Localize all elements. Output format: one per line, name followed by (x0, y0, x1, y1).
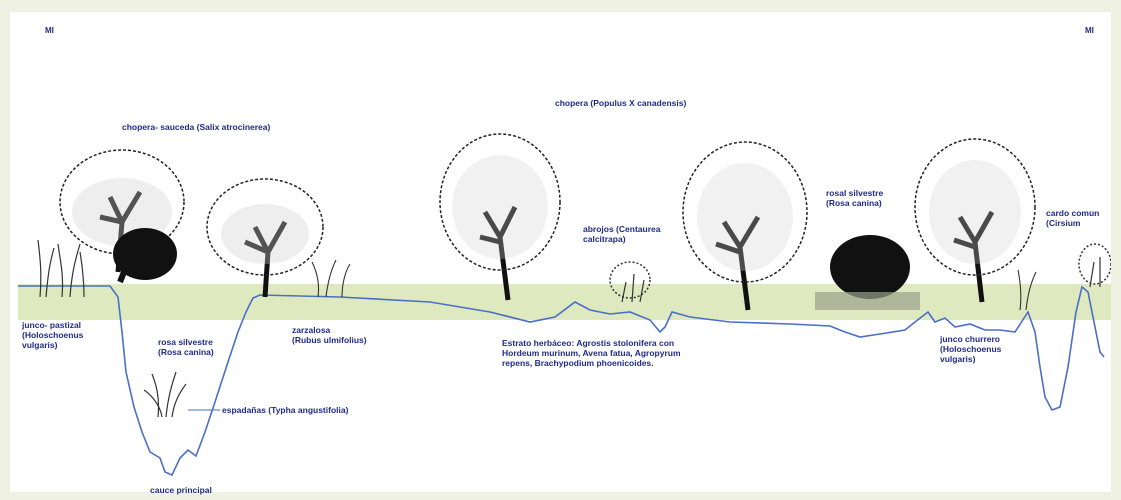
reed-icon-right (1017, 269, 1037, 311)
willow-tree-icon-2 (206, 178, 324, 298)
cattail-icon (143, 371, 187, 418)
label-cauce-principal: cauce principal (150, 485, 212, 495)
label-espadanas: espadañas (Typha angustifolia) (222, 405, 349, 415)
label-chopera-title: chopera (Populus X canadensis) (555, 98, 687, 108)
poplar-tree-icon-1 (439, 133, 561, 301)
cardo-thistle-icon (1078, 243, 1111, 288)
label-rosa-silvestre: rosa silvestre (Rosa canina) (158, 337, 214, 357)
label-estrato-herbaceo: Estrato herbáceo: Agrostis stolonifera c… (502, 338, 681, 368)
label-abrojos: abrojos (Centaurea calcitrapa) (583, 224, 661, 244)
label-cardo: cardo comun (Cirsium (1046, 208, 1100, 228)
reed-icon-center (311, 259, 351, 298)
label-rosal-silvestre: rosal silvestre (Rosa canina) (826, 188, 884, 208)
rosal-bush-icon (815, 235, 920, 310)
reed-icon-left (37, 239, 85, 298)
terrain-profile-line (18, 285, 1105, 477)
willow-tree-icon (59, 149, 185, 284)
corner-label-right: MI (1085, 26, 1094, 35)
corner-label-left: MI (45, 26, 54, 35)
label-zarzal: zarzalosa (Rubus ulmifolius) (292, 325, 367, 345)
ground-band (18, 284, 1111, 320)
poplar-tree-icon-2 (682, 141, 808, 311)
riparian-profile-diagram (18, 133, 1111, 477)
label-junco-left: junco- pastizal (Holoschoenus vulgaris) (22, 320, 84, 350)
diagram-frame: MI MI chopera (Populus X canadensis) cho… (10, 12, 1111, 495)
label-junco-churrero: junco churrero (Holoschoenus vulgaris) (940, 334, 1002, 364)
poplar-tree-icon-3 (914, 138, 1036, 303)
label-chopera-sauceda: chopera- sauceda (Salix atrocinerea) (122, 122, 271, 132)
thistle-shrub-icon (609, 261, 651, 303)
